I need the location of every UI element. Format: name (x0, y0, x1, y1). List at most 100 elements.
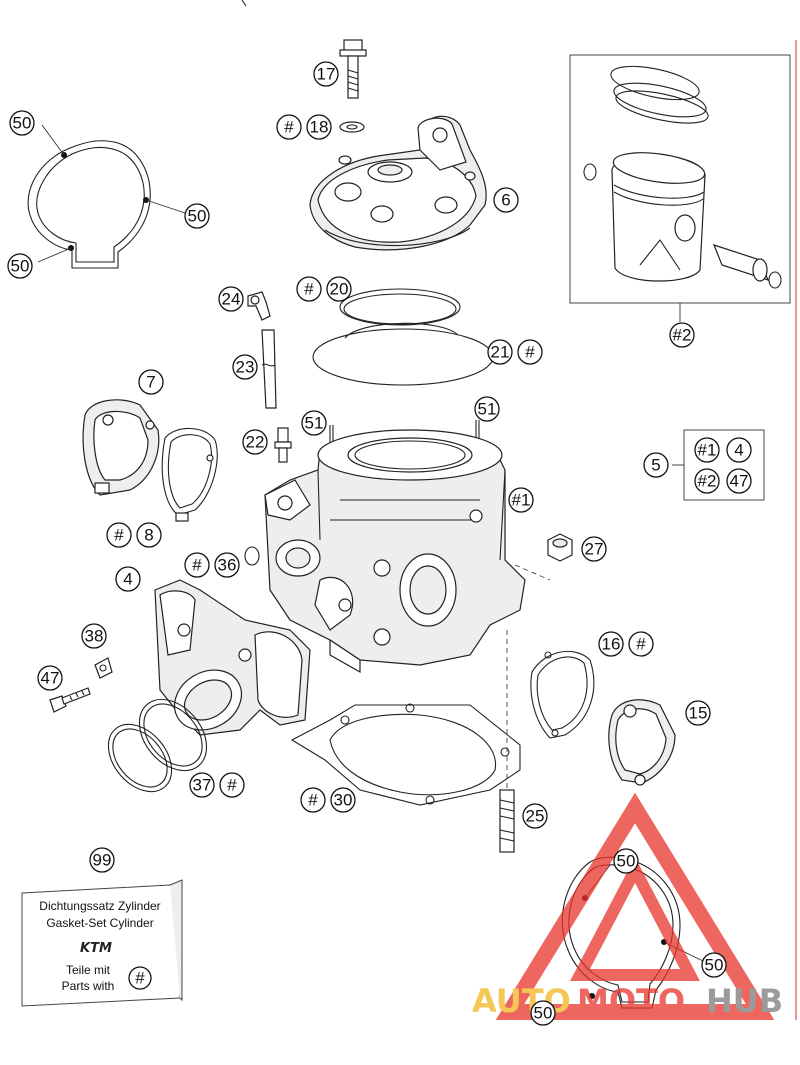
callout-p22: 22 (246, 433, 265, 452)
callout-p6: 6 (501, 191, 510, 210)
callout-p21-hash-circle (517, 339, 543, 365)
kit-row1-a: #1 (698, 441, 717, 460)
callout-p18-circle (306, 114, 332, 140)
callout-p20: 20 (330, 280, 349, 299)
cylinder-stud (499, 789, 515, 853)
washer-small (244, 546, 260, 566)
exhaust-control-gasket (530, 651, 595, 739)
watermark-moto: MOTO (577, 982, 685, 1020)
callout-p16-circle (598, 631, 624, 657)
cropped-fragment (241, 0, 247, 7)
cylinder (264, 429, 526, 674)
callout-p8-hash: # (114, 526, 124, 545)
cylinder-nut (547, 533, 573, 562)
callout-p50c: 50 (11, 257, 30, 276)
exhaust-flange-gasket (161, 427, 218, 522)
callout-p36-hash: # (192, 556, 202, 575)
callout-p47-circle (37, 665, 63, 691)
callout-p50a-circle (9, 110, 35, 136)
callout-p50b: 50 (188, 207, 207, 226)
kit-row1-b: 4 (734, 441, 743, 460)
callout-p99-circle (89, 847, 115, 873)
callout-p24-circle (218, 286, 244, 312)
callout-p51b: 51 (478, 400, 497, 419)
callout-p8: 8 (144, 526, 153, 545)
callout-p37: 37 (193, 776, 212, 795)
callout-p17: 17 (317, 65, 336, 84)
callout-p37-circle (189, 772, 215, 798)
kit-row2-b: 47 (730, 472, 749, 491)
callout-p21: 21 (491, 343, 510, 362)
callout-p23-circle (232, 354, 258, 380)
callout-p27-circle (581, 536, 607, 562)
intake-bolt (49, 687, 91, 713)
callout-p17-circle (313, 61, 339, 87)
intake-o-ring-1 (138, 698, 208, 772)
callout-p36-circle (214, 552, 240, 578)
head-bolt (339, 39, 367, 99)
piston-kit-box (569, 54, 791, 322)
callout-p51a: 51 (305, 414, 324, 433)
callout-p50f: 50 (534, 1004, 553, 1023)
callout-p18-hash-circle (276, 114, 302, 140)
callout-p5-circle (643, 452, 669, 478)
cylinder-head (309, 115, 487, 251)
callout-p38: 38 (85, 627, 104, 646)
callout-p36-hash-circle (184, 552, 210, 578)
gasket-set-line2: Gasket-Set Cylinder (46, 916, 153, 930)
callout-p51b-circle (474, 396, 500, 422)
callout-p25-circle (522, 803, 548, 829)
head-o-ring-small (339, 288, 461, 326)
callout-p99: 99 (93, 851, 112, 870)
callout-p15-circle (685, 700, 711, 726)
callout-p16-hash: # (636, 635, 646, 654)
callout-layer: 1718#6#25050502420#21#237515122#158#36#2… (7, 61, 727, 1026)
callout-p25: 25 (526, 807, 545, 826)
callout-p18: 18 (310, 118, 329, 137)
elbow-fitting (247, 291, 271, 321)
callout-p4-circle (115, 566, 141, 592)
callout-p50d-circle (613, 848, 639, 874)
callout-p38-circle (81, 623, 107, 649)
callout-p16: 16 (602, 635, 621, 654)
exhaust-control-cover (608, 699, 676, 786)
watermark-logo: AUTO MOTO HUB (472, 792, 783, 1020)
callout-p24: 24 (222, 290, 241, 309)
exhaust-flange (82, 399, 160, 496)
callout-p20-hash: # (304, 280, 314, 299)
callout-p50c-circle (7, 253, 33, 279)
watermark-auto: AUTO (472, 982, 571, 1020)
gasket-set-box: Dichtungssatz Zylinder Gasket-Set Cylind… (21, 879, 183, 1007)
gasket-set-hash: # (135, 969, 145, 988)
callout-p7-circle (138, 369, 164, 395)
callout-p20-circle (326, 276, 352, 302)
callout-p15: 15 (689, 704, 708, 723)
nipple-fitting (274, 427, 292, 463)
exhaust-gasket-top-left (27, 124, 186, 269)
callout-p50e-circle (701, 952, 727, 978)
callout-p2-circle (669, 322, 695, 348)
watermark-hub: HUB (706, 982, 783, 1020)
hose (261, 329, 277, 409)
callout-p47: 47 (41, 669, 60, 688)
kit-row2-a: #2 (698, 472, 717, 491)
callout-p30-hash: # (308, 791, 318, 810)
callout-p8-circle (136, 522, 162, 548)
callout-p8-hash-circle (106, 522, 132, 548)
intake-manifold (154, 579, 311, 736)
callout-p21-circle (487, 339, 513, 365)
callout-p30-hash-circle (300, 787, 326, 813)
callout-p23: 23 (236, 358, 255, 377)
callout-p5: 5 (651, 456, 660, 475)
callout-p50f-circle (530, 1000, 556, 1026)
kit-box: #1 4 #2 47 (672, 429, 765, 501)
callout-p6-circle (493, 187, 519, 213)
callout-p18-hash: # (284, 118, 294, 137)
head-o-ring-large (312, 328, 494, 386)
washer (339, 121, 365, 133)
callout-p1-circle (508, 487, 534, 513)
gasket-set-line3: Teile mit (66, 963, 111, 977)
callout-p27: 27 (585, 540, 604, 559)
callout-p50d: 50 (617, 852, 636, 871)
